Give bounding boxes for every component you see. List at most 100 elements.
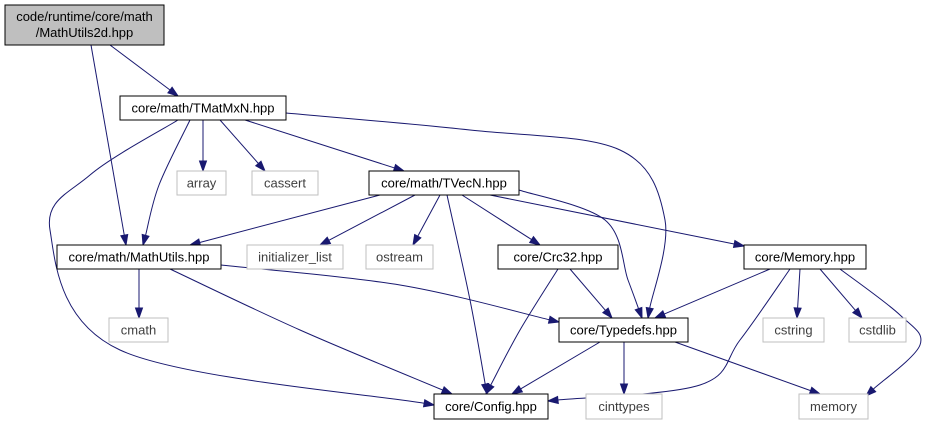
edge-arrowhead xyxy=(422,399,436,408)
node-cstring[interactable]: cstring xyxy=(762,317,825,343)
edge-line xyxy=(520,341,601,390)
edge-line xyxy=(145,119,191,236)
node-cassert-box xyxy=(251,170,319,196)
node-cstring-label: cstring xyxy=(774,323,812,338)
edge-tmatmxn-to-cassert xyxy=(219,119,267,173)
edge-arrowhead xyxy=(412,233,422,247)
edge-arrowhead xyxy=(167,86,180,97)
node-typedefs-label: core/Typedefs.hpp xyxy=(570,323,677,338)
edge-line xyxy=(285,112,667,309)
node-ostream[interactable]: ostream xyxy=(365,244,434,270)
edge-line xyxy=(109,44,171,91)
edge-line xyxy=(48,119,425,404)
node-memory-hpp-label: core/Memory.hpp xyxy=(755,250,855,265)
edge-line xyxy=(797,268,801,309)
edge-tvecn-to-config xyxy=(446,194,490,396)
edge-line xyxy=(569,268,606,311)
node-cassert[interactable]: cassert xyxy=(251,170,319,196)
edge-line xyxy=(446,194,486,385)
node-mathutils2d[interactable]: code/runtime/core/math /MathUtils2d.hpp xyxy=(4,4,165,46)
edge-line xyxy=(90,44,125,236)
node-memory-box xyxy=(798,393,869,420)
node-array[interactable]: array xyxy=(176,170,227,196)
edge-arrowhead xyxy=(198,160,208,173)
edge-mathutils-to-cmath xyxy=(134,269,144,320)
edge-line xyxy=(328,194,416,241)
edge-memory-hpp-to-cstdlib xyxy=(819,268,863,320)
node-memory-label: memory xyxy=(810,399,857,414)
edge-memory-hpp-to-cstring xyxy=(793,268,802,320)
node-mathutils2d-box xyxy=(4,4,165,46)
node-cinttypes[interactable]: cinttypes xyxy=(585,393,663,420)
node-typedefs[interactable]: core/Typedefs.hpp xyxy=(558,317,689,343)
edge-arrowhead xyxy=(134,307,144,320)
node-cstdlib[interactable]: cstdlib xyxy=(848,317,907,343)
edge-line xyxy=(220,264,550,321)
node-cassert-label: cassert xyxy=(264,176,306,191)
node-initializer-list[interactable]: initializer_list xyxy=(246,244,344,270)
node-config-label: core/Config.hpp xyxy=(445,399,537,414)
edge-memory-hpp-to-typedefs xyxy=(653,268,771,319)
edge-arrowhead xyxy=(732,239,746,249)
edge-arrowhead xyxy=(528,235,542,246)
edge-line xyxy=(664,268,771,315)
node-tmatmxn-box xyxy=(119,95,287,121)
edge-arrowhead xyxy=(254,160,267,173)
edge-arrowhead xyxy=(619,383,629,396)
edge-tmatmxn-to-tvecn xyxy=(244,119,406,172)
node-initializer-list-box xyxy=(246,244,344,270)
node-initializer-list-label: initializer_list xyxy=(258,250,332,265)
edge-line xyxy=(199,194,381,243)
edge-arrowhead xyxy=(392,163,406,172)
edge-arrowhead xyxy=(808,386,822,395)
edge-arrowhead xyxy=(546,395,559,405)
edge-line xyxy=(417,194,441,237)
node-cmath[interactable]: cmath xyxy=(108,317,169,343)
node-config-box xyxy=(433,393,549,420)
edge-arrowhead xyxy=(645,306,654,320)
edge-mathutils-to-config xyxy=(169,268,454,395)
edge-arrowhead xyxy=(851,307,863,320)
node-mathutils2d-label-line1: code/runtime/core/math xyxy=(16,9,153,24)
edge-line xyxy=(490,268,559,386)
edge-line xyxy=(219,119,259,164)
edge-tmatmxn-to-array xyxy=(198,120,208,173)
node-tvecn[interactable]: core/math/TVecN.hpp xyxy=(368,170,520,196)
node-config[interactable]: core/Config.hpp xyxy=(433,393,549,420)
edge-arrowhead xyxy=(634,306,643,320)
node-mathutils2d-label-line2: /MathUtils2d.hpp xyxy=(36,25,134,40)
node-crc32[interactable]: core/Crc32.hpp xyxy=(497,244,619,270)
edge-arrowhead xyxy=(440,386,454,395)
node-crc32-label: core/Crc32.hpp xyxy=(514,250,603,265)
edge-tvecn-to-typedefs xyxy=(518,189,643,320)
edge-tmatmxn-to-config xyxy=(48,119,436,408)
edge-arrowhead xyxy=(318,236,332,246)
node-cmath-label: cmath xyxy=(121,323,156,338)
edge-tmatmxn-to-typedefs xyxy=(285,112,667,320)
edge-line xyxy=(244,119,395,169)
node-mathutils[interactable]: core/math/MathUtils.hpp xyxy=(56,244,222,270)
edge-crc32-to-typedefs xyxy=(569,268,613,320)
node-tmatmxn[interactable]: core/math/TMatMxN.hpp xyxy=(119,95,287,121)
edge-line xyxy=(819,268,856,311)
edge-line xyxy=(461,194,532,241)
node-memory-hpp[interactable]: core/Memory.hpp xyxy=(743,244,867,270)
node-memory[interactable]: memory xyxy=(798,393,869,420)
edge-tvecn-to-mathutils xyxy=(188,194,381,247)
edge-arrowhead xyxy=(510,385,524,395)
edge-arrowhead xyxy=(141,233,150,247)
edge-line xyxy=(169,268,443,391)
edge-arrowhead xyxy=(653,310,667,319)
node-cstdlib-label: cstdlib xyxy=(859,323,896,338)
node-mathutils-box xyxy=(56,244,222,270)
node-ostream-label: ostream xyxy=(376,250,423,265)
edge-mathutils2d-to-mathutils xyxy=(90,44,129,247)
edge-tvecn-to-memory-hpp xyxy=(489,194,746,249)
edge-line xyxy=(839,268,922,390)
edge-arrowhead xyxy=(547,315,561,324)
edge-arrowhead xyxy=(120,233,129,247)
node-memory-hpp-box xyxy=(743,244,867,270)
node-mathutils-label: core/math/MathUtils.hpp xyxy=(69,250,210,265)
edge-typedefs-to-cinttypes xyxy=(619,342,629,396)
node-typedefs-box xyxy=(558,317,689,343)
